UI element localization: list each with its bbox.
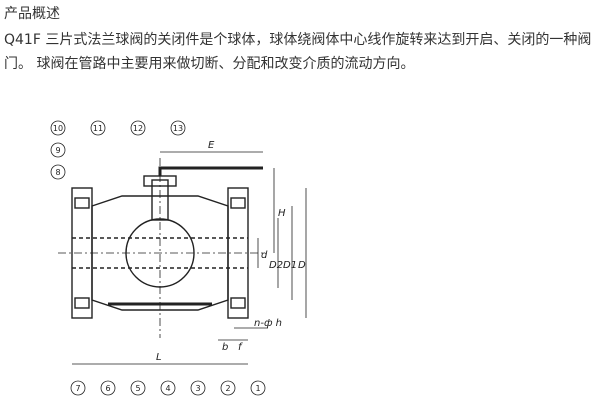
dim-label-E: E [208, 140, 215, 151]
callout-1: 1 [255, 384, 260, 393]
dim-label-D1: D1 [283, 260, 297, 271]
handle-lever [158, 166, 263, 176]
callout-4: 4 [165, 384, 170, 393]
dim-label-d: d [261, 250, 268, 261]
callout-7: 7 [75, 384, 80, 393]
product-description: Q41F 三片式法兰球阀的关闭件是个球体，球体绕阀体中心线作旋转来达到开启、关闭… [4, 32, 592, 72]
dim-label-D: D [298, 260, 306, 271]
callout-6: 6 [105, 384, 110, 393]
dim-label-f: f [238, 342, 243, 353]
section-heading: 产品概述 [4, 6, 60, 22]
callout-11: 11 [93, 124, 103, 133]
callout-5: 5 [135, 384, 140, 393]
dim-label-L: L [156, 352, 162, 363]
dim-label-n-phi-h: n-ф h [254, 318, 282, 329]
dim-label-b: b [222, 342, 228, 353]
callout-3: 3 [195, 384, 200, 393]
ball-valve-drawing: E H d D2 D1 D n-ф h b f L 10 11 12 13 9 [50, 120, 307, 396]
callout-12: 12 [133, 124, 143, 133]
callout-10: 10 [53, 124, 63, 133]
callout-8: 8 [55, 168, 60, 177]
valve-body [91, 195, 229, 311]
dim-label-D2: D2 [269, 260, 283, 271]
callout-2: 2 [225, 384, 230, 393]
callout-9: 9 [55, 146, 60, 155]
callout-13: 13 [173, 124, 183, 133]
dim-label-H: H [278, 208, 286, 219]
